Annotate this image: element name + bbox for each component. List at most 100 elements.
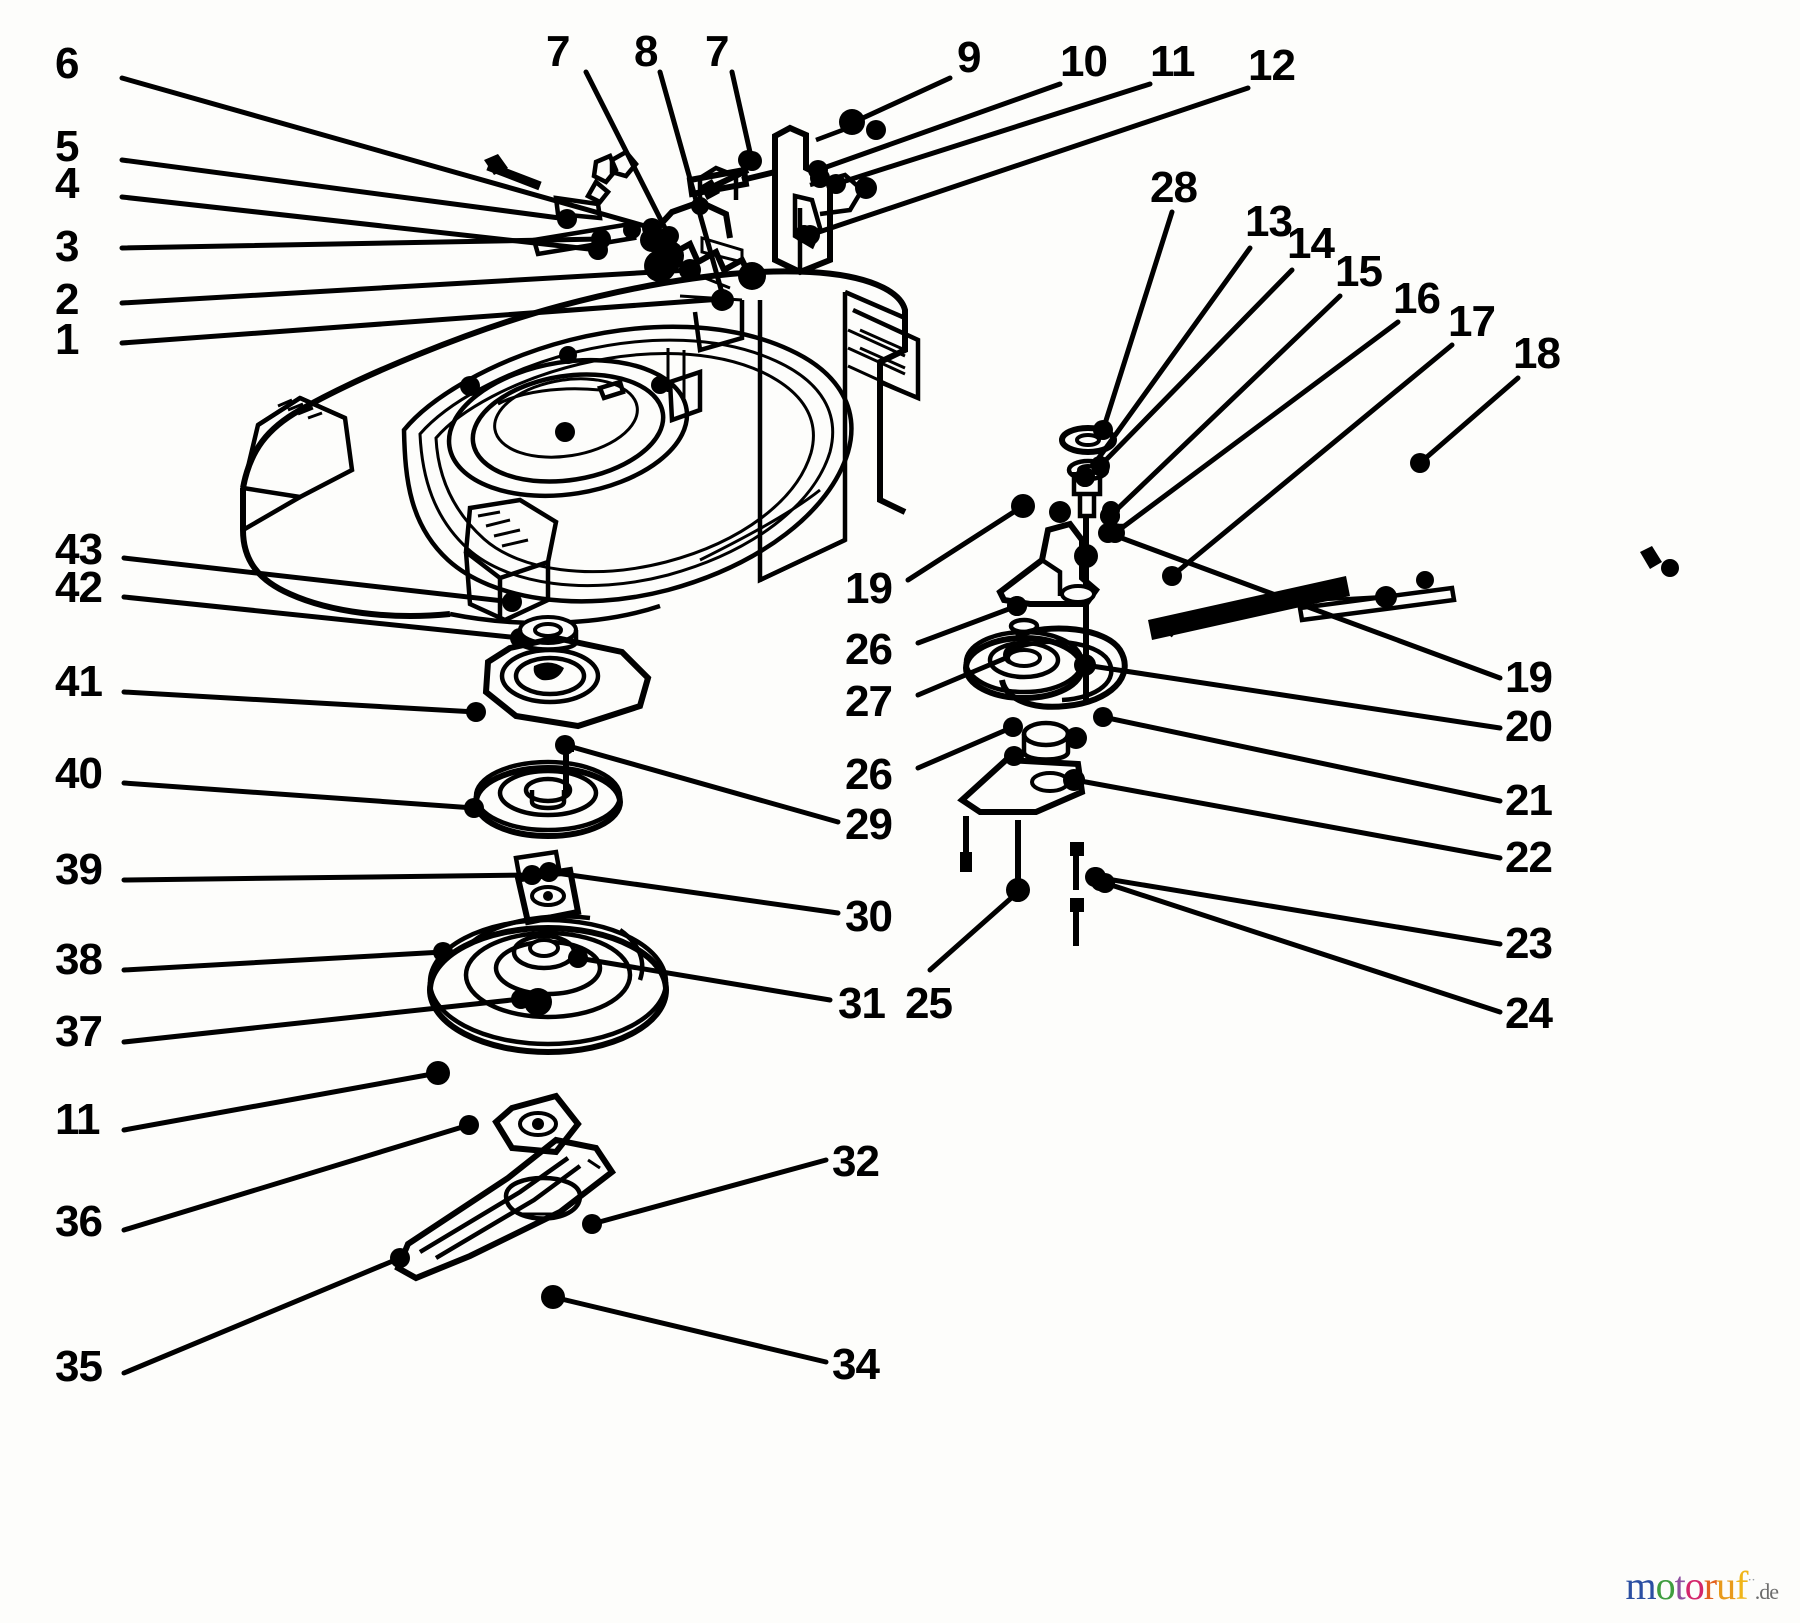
callout-number-19[interactable]: 19	[845, 564, 893, 613]
callout-number-31[interactable]: 31	[838, 979, 886, 1028]
leader-line	[119, 267, 692, 306]
leader-line	[1417, 375, 1521, 466]
watermark-suffix: .de	[1754, 1579, 1779, 1604]
callout-number-34[interactable]: 34	[832, 1340, 880, 1389]
leader-endpoint-dot	[1093, 707, 1113, 727]
leader-endpoint-dot	[459, 1115, 479, 1135]
callout-number-15[interactable]: 15	[1335, 247, 1383, 296]
leader-line	[550, 1294, 829, 1365]
leader-line	[729, 69, 755, 164]
watermark-letter: u	[1716, 1563, 1736, 1608]
callout-number-3[interactable]: 3	[55, 222, 80, 271]
callout-number-32[interactable]: 32	[832, 1137, 880, 1186]
leader-line	[121, 689, 479, 715]
leader-line	[1107, 293, 1343, 519]
callout-number-17[interactable]: 17	[1448, 297, 1496, 346]
leader-line	[121, 780, 477, 811]
left-spindle-stack	[394, 615, 669, 1309]
callout-number-19[interactable]: 19	[1505, 653, 1553, 702]
callout-number-11[interactable]: 11	[55, 1095, 101, 1144]
callout-number-43[interactable]: 43	[55, 525, 103, 574]
leader-endpoint-dot	[502, 592, 522, 612]
callout-number-8[interactable]: 8	[634, 27, 659, 76]
callout-number-22[interactable]: 22	[1505, 833, 1553, 882]
callout-number-30[interactable]: 30	[845, 892, 893, 941]
leader-line	[1092, 874, 1503, 947]
callout-number-18[interactable]: 18	[1513, 329, 1561, 378]
callout-number-11[interactable]: 11	[1150, 37, 1196, 86]
leader-line	[815, 81, 1063, 173]
leader-line	[575, 955, 833, 1003]
watermark-letter: r	[1703, 1563, 1717, 1608]
callout-number-24[interactable]: 24	[1505, 989, 1553, 1038]
callout-number-29[interactable]: 29	[845, 800, 893, 849]
callout-number-40[interactable]: 40	[55, 749, 103, 798]
callout-number-16[interactable]: 16	[1393, 274, 1441, 323]
leader-line	[1100, 209, 1175, 433]
leader-line	[562, 742, 841, 825]
callout-number-4[interactable]: 4	[55, 159, 80, 208]
leader-line	[1169, 342, 1455, 579]
callout-number-36[interactable]: 36	[55, 1197, 103, 1246]
leader-line	[849, 75, 953, 126]
callout-number-1[interactable]: 1	[55, 315, 80, 364]
callout-number-25[interactable]: 25	[905, 979, 953, 1028]
callout-number-26[interactable]: 26	[845, 625, 893, 674]
leader-line	[121, 594, 523, 641]
callout-number-14[interactable]: 14	[1287, 219, 1335, 268]
leader-line	[121, 1070, 441, 1133]
callout-number-21[interactable]: 21	[1505, 776, 1553, 825]
callout-number-35[interactable]: 35	[55, 1342, 103, 1391]
watermark-letter: o	[1655, 1563, 1676, 1608]
callout-number-27[interactable]: 27	[845, 677, 893, 726]
callout-number-39[interactable]: 39	[55, 845, 103, 894]
leader-line	[121, 1255, 403, 1376]
leader-line	[833, 81, 1153, 187]
callout-number-41[interactable]: 41	[55, 657, 103, 706]
watermark-letter: m	[1625, 1563, 1657, 1608]
callout-number-23[interactable]: 23	[1505, 919, 1553, 968]
leader-line	[121, 1122, 472, 1233]
watermark-dot: ··	[1747, 1573, 1755, 1589]
deck-linkage-parts	[484, 109, 886, 311]
callout-number-7[interactable]: 7	[546, 27, 571, 76]
motoruf-watermark: motoruf··.de	[1625, 1562, 1780, 1609]
leader-line	[546, 869, 841, 916]
leader-line	[119, 75, 655, 231]
leader-endpoint-dot	[466, 702, 486, 722]
leader-line	[119, 157, 570, 222]
right-idler-assembly	[957, 425, 1679, 946]
callout-number-28[interactable]: 28	[1150, 163, 1198, 212]
leader-line	[1072, 777, 1503, 861]
callout-number-37[interactable]: 37	[55, 1007, 103, 1056]
watermark-letter: o	[1684, 1563, 1705, 1608]
callout-number-20[interactable]: 20	[1505, 702, 1553, 751]
callout-number-5[interactable]: 5	[55, 122, 80, 171]
callout-number-7[interactable]: 7	[705, 27, 730, 76]
watermark-letters: motoruf	[1625, 1563, 1749, 1608]
leader-endpoint-dot	[582, 1214, 602, 1234]
callout-number-9[interactable]: 9	[957, 33, 982, 82]
mower-deck-housing	[240, 268, 921, 626]
callout-number-13[interactable]: 13	[1245, 197, 1293, 246]
watermark-letter: f	[1735, 1563, 1748, 1608]
callout-number-2[interactable]: 2	[55, 275, 80, 324]
leader-line	[119, 296, 725, 346]
callout-number-42[interactable]: 42	[55, 563, 103, 612]
leader-line	[807, 85, 1251, 238]
leader-line	[1082, 245, 1253, 480]
leader-line	[119, 236, 604, 251]
leader-line	[121, 555, 515, 605]
leader-line	[915, 724, 1016, 771]
callout-number-38[interactable]: 38	[55, 935, 103, 984]
leader-line	[1100, 714, 1503, 804]
callout-number-12[interactable]: 12	[1248, 41, 1296, 90]
leader-line	[1097, 267, 1295, 469]
callout-number-10[interactable]: 10	[1060, 37, 1108, 86]
leader-line	[905, 503, 1026, 583]
callout-number-6[interactable]: 6	[55, 39, 80, 88]
callout-number-26[interactable]: 26	[845, 750, 893, 799]
leader-endpoint-dot	[1003, 717, 1023, 737]
